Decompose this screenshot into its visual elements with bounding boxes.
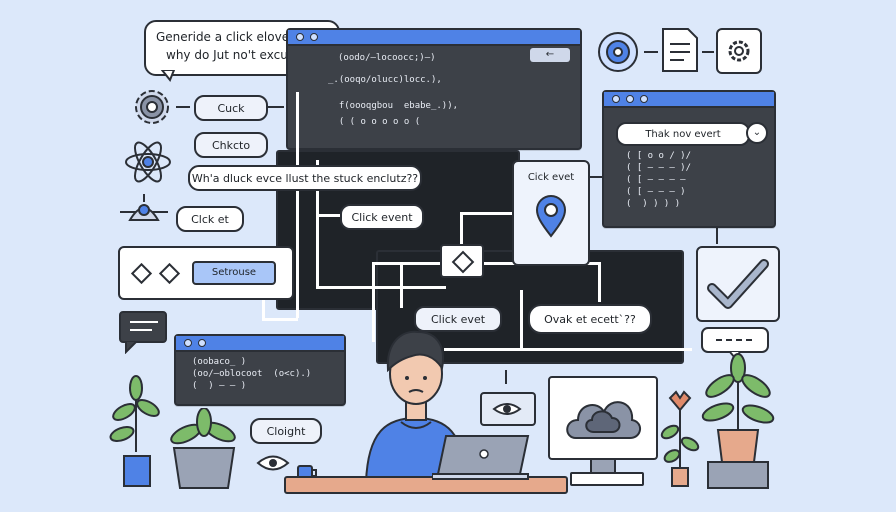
flow-line xyxy=(316,286,446,289)
chat-icon xyxy=(119,311,167,354)
cloight-label: Cloight xyxy=(250,418,322,444)
flow-line xyxy=(460,212,514,215)
diamond-icon xyxy=(130,262,153,285)
click-event-label: Click event xyxy=(340,204,424,230)
code-line-4: ( ( o o o o o ( xyxy=(328,117,421,127)
plant-icon xyxy=(170,408,236,489)
right-code-line-4: ( [ — — — ) xyxy=(626,187,686,197)
flow-line xyxy=(262,318,298,321)
speech-line-2: why do Jut no't excucute? xyxy=(166,48,321,62)
bottom-code-line-1: (oobaco_ ) xyxy=(192,357,247,367)
cloud-icon xyxy=(566,401,641,439)
eye-icon xyxy=(492,403,522,415)
right-code-line-5: ( ) ) ) ) xyxy=(626,199,681,209)
main-code-window: (oodo/—locoocc;)—) _.(ooqo/olucc)locc.),… xyxy=(286,28,582,150)
bottom-code-line-2: (oo/—oblocoot (o<c).) xyxy=(192,369,312,379)
gear-icon xyxy=(135,90,169,124)
code-line-1: (oodo/—locoocc;)—) xyxy=(338,53,436,63)
code-line-3: f(oooqgbou ebabe_.)), xyxy=(328,101,459,111)
click-evet-label: Cick evet xyxy=(527,172,575,183)
connector xyxy=(176,106,190,108)
flow-line xyxy=(318,214,348,217)
click-evet-card[interactable]: Cick evet xyxy=(512,160,590,266)
decision-node[interactable] xyxy=(440,244,484,278)
flow-line xyxy=(716,226,718,244)
right-code-line-3: ( [ — — — — xyxy=(626,175,686,185)
diamond-icon xyxy=(158,262,181,285)
settings-button[interactable] xyxy=(716,28,762,74)
bottom-code-line-3: ( ) — — ) xyxy=(192,381,247,391)
plant-icon xyxy=(660,390,700,487)
click-evet-bottom-label: Click evet xyxy=(414,306,502,332)
connector xyxy=(266,106,284,108)
thak-label: Thak nov evert xyxy=(616,122,750,146)
monitor-base xyxy=(570,472,644,486)
chat-icon xyxy=(701,327,769,360)
connector xyxy=(644,51,658,53)
right-code-window: Thak nov evert ⌄ ( [ o o / )/ ( [ — — — … xyxy=(602,90,776,228)
flow-line xyxy=(316,160,319,288)
chkcto-button[interactable]: Chkcto xyxy=(194,132,268,158)
flow-line xyxy=(444,348,692,351)
cloud-monitor xyxy=(548,376,658,460)
cuck-button[interactable]: Cuck xyxy=(194,95,268,121)
flow-line xyxy=(400,262,403,308)
bottom-code-window: (oobaco_ ) (oo/—oblocoot (o<c).) ( ) — —… xyxy=(174,334,346,406)
checkmark-icon xyxy=(707,259,769,309)
desk xyxy=(284,476,568,494)
document-icon xyxy=(662,28,698,72)
setrouse-panel: Setrouse xyxy=(118,246,294,300)
checkmark-card[interactable] xyxy=(696,246,780,322)
flow-line xyxy=(520,290,523,348)
connector xyxy=(702,51,714,53)
eye-icon xyxy=(256,455,290,471)
flow-line xyxy=(372,262,375,342)
ovak-label: Ovak et ecett`?? xyxy=(528,304,652,334)
right-code-line-1: ( [ o o / )/ xyxy=(626,151,692,161)
click-et-button[interactable]: Clck et xyxy=(176,206,244,232)
laptop-icon[interactable] xyxy=(432,434,532,480)
flow-line xyxy=(296,92,299,318)
atom-icon xyxy=(125,141,171,183)
speech-bubble-tail xyxy=(160,70,176,82)
eye-button[interactable] xyxy=(480,392,536,426)
robot-icon xyxy=(120,194,168,221)
diamond-icon xyxy=(451,250,475,274)
chevron-down-icon[interactable]: ⌄ xyxy=(746,122,768,144)
code-line-2: _.(ooqo/olucc)locc.), xyxy=(328,75,442,85)
question-banner: Wh'a dluck evce llust the stuck enclutz?… xyxy=(188,165,422,191)
flow-line xyxy=(505,370,507,384)
flow-line xyxy=(590,176,604,178)
disc-icon xyxy=(598,32,638,72)
flow-line xyxy=(262,294,265,320)
settings-icon xyxy=(728,40,750,62)
plant-icon xyxy=(701,353,775,489)
flow-line xyxy=(372,262,442,265)
back-button[interactable]: ← xyxy=(530,48,570,62)
flow-line xyxy=(460,212,463,248)
plant-icon xyxy=(109,375,160,487)
right-code-line-2: ( [ — — — )/ xyxy=(626,163,692,173)
location-pin-icon xyxy=(535,195,567,238)
speech-line-1: Generide a click elovetiont xyxy=(156,30,317,44)
flow-line xyxy=(598,262,601,302)
setrouse-button[interactable]: Setrouse xyxy=(192,261,276,285)
